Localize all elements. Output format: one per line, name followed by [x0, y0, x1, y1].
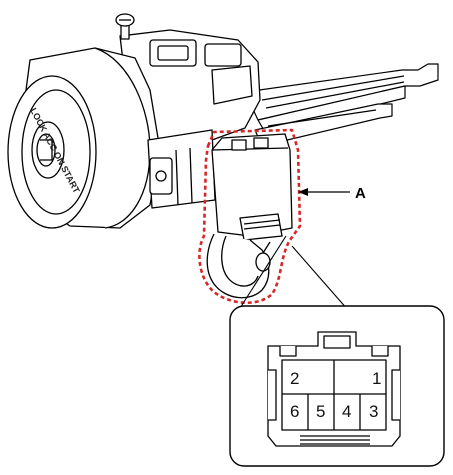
- connector-detail-view: 2 1 6 5 4 3: [229, 305, 445, 467]
- switch-body: [7, 13, 261, 229]
- connector-a: [206, 133, 293, 299]
- pin-1: 1: [372, 369, 381, 388]
- pin-6: 6: [290, 402, 299, 421]
- pin-5: 5: [316, 402, 325, 421]
- pin-4: 4: [342, 402, 351, 421]
- callout-a-label: A: [355, 185, 366, 202]
- connector-highlight-outline: [198, 128, 302, 305]
- connector-face: [267, 331, 401, 447]
- callout-a: A: [298, 185, 366, 202]
- pin-3: 3: [369, 402, 378, 421]
- switch-shaft: [244, 63, 439, 147]
- pin-2: 2: [290, 369, 299, 388]
- detail-leader-lines: [234, 235, 349, 317]
